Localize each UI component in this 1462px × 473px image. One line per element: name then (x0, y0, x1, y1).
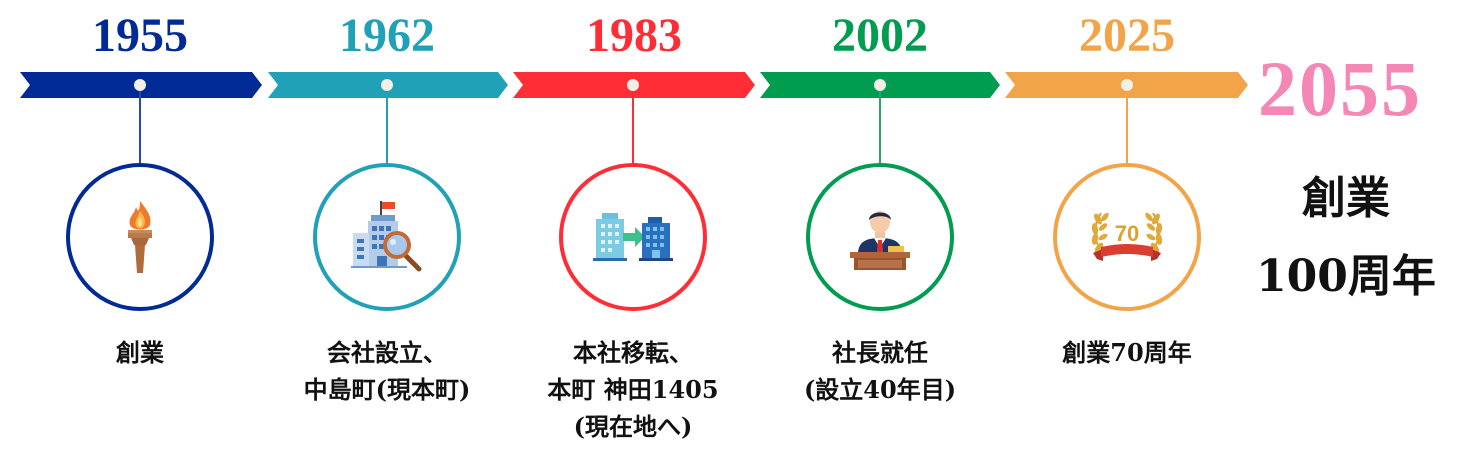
year-label-1955: 1955 (92, 9, 188, 62)
caption-line: 本社移転、 (573, 338, 693, 367)
timeline-dot-1962 (381, 79, 393, 91)
connector-line-2025 (1126, 91, 1128, 165)
president-podium-icon (850, 211, 910, 270)
caption-line: 会社設立、 (327, 338, 447, 367)
caption-1962: 会社設立、 中島町(現本町) (257, 334, 517, 408)
caption-2002: 社長就任 (設立40年目) (750, 334, 1010, 408)
final-caption-100th-anniversary: 創業 100周年 (1230, 160, 1462, 316)
caption-line: (設立40年目) (803, 375, 957, 404)
year-label-1962: 1962 (339, 9, 435, 62)
caption-line: 社長就任 (832, 338, 928, 367)
caption-1983: 本社移転、 本町 神田1405 (現在地へ) (503, 334, 763, 445)
timeline-dot-2025 (1121, 79, 1133, 91)
badge-number: 70 (1115, 221, 1139, 246)
timeline-dot-1983 (627, 79, 639, 91)
final-caption-line: 創業 (1302, 173, 1390, 224)
year-label-1983: 1983 (586, 9, 682, 62)
milestone-circle-2002 (806, 163, 954, 311)
caption-line: 創業 (116, 338, 164, 367)
milestone-circle-2025: 70 (1053, 163, 1201, 311)
connector-line-2002 (879, 91, 881, 165)
caption-line: 本町 神田1405 (547, 375, 719, 404)
office-relocation-icon (593, 213, 673, 261)
year-label-2025: 2025 (1079, 9, 1175, 62)
milestone-circle-1962 (313, 163, 461, 311)
year-label-2002: 2002 (832, 9, 928, 62)
milestone-circle-1955 (66, 163, 214, 311)
caption-1955: 創業 (10, 334, 270, 371)
timeline-dot-2002 (874, 79, 886, 91)
connector-line-1983 (632, 91, 634, 165)
milestone-circle-1983 (559, 163, 707, 311)
caption-line: 創業70周年 (1062, 338, 1192, 367)
final-year-2055: 2055 (1258, 45, 1422, 132)
connector-line-1955 (139, 91, 141, 165)
caption-line: (現在地へ) (573, 412, 693, 441)
final-caption-line: 100周年 (1256, 251, 1436, 302)
caption-line: 中島町(現本町) (303, 375, 471, 404)
connector-line-1962 (386, 91, 388, 165)
torch-icon (128, 201, 152, 273)
timeline-dot-1955 (134, 79, 146, 91)
anniversary-70-laurel-icon: 70 (1091, 212, 1163, 261)
company-building-search-icon (351, 201, 422, 272)
caption-2025: 創業70周年 (997, 334, 1257, 371)
